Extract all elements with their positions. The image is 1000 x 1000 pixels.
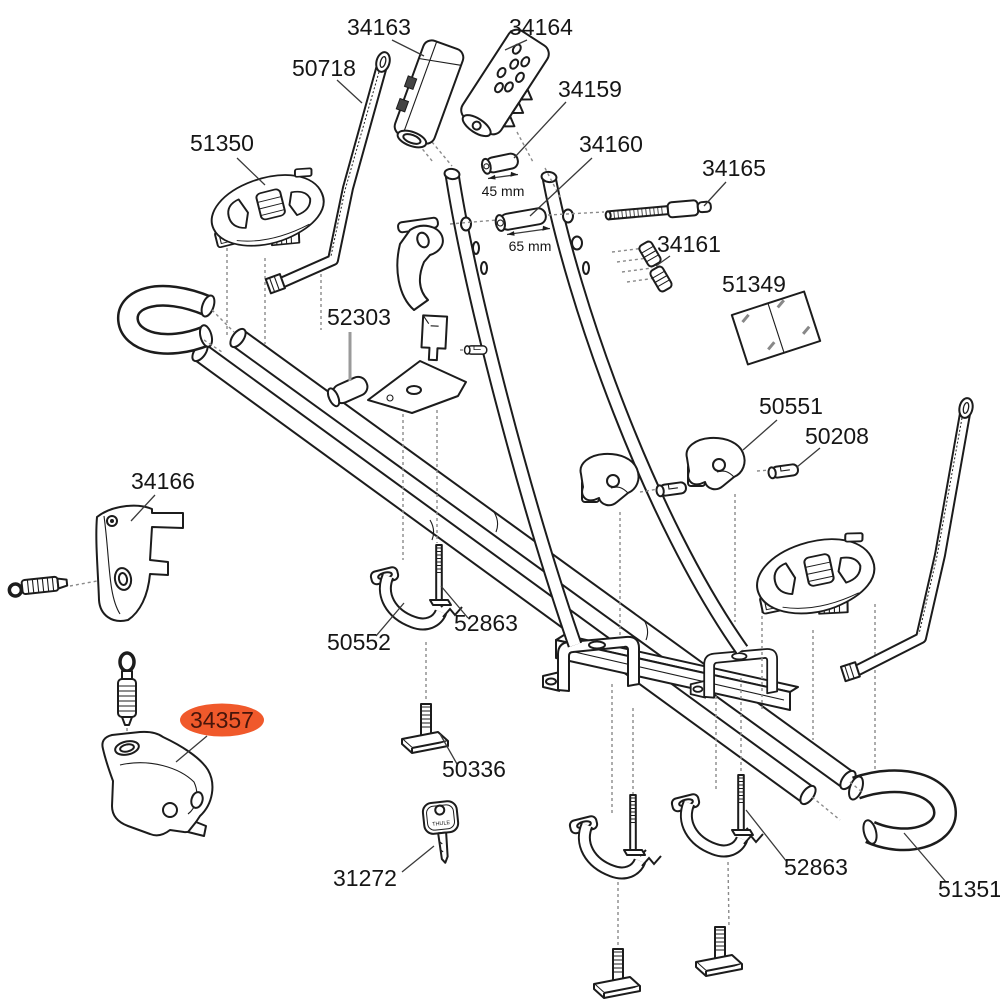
buckle-right xyxy=(748,528,884,631)
frame-arm-right xyxy=(540,170,749,655)
label-34161: 34161 xyxy=(657,231,721,257)
highlighted-label-34357: 34357 xyxy=(180,703,264,737)
strap-right xyxy=(839,397,974,683)
hook-clamp-50551 xyxy=(685,436,746,491)
label-52303: 52303 xyxy=(327,304,391,330)
lock-bracket-34166 xyxy=(95,504,184,622)
label-51351: 51351 xyxy=(938,876,1000,902)
label-34163: 34163 xyxy=(347,14,411,40)
spacer-tube-34160 xyxy=(494,207,547,232)
bolt-52863-center xyxy=(623,794,646,856)
bracket-assembly-52303 xyxy=(326,314,488,414)
threaded-rod-34165 xyxy=(604,199,712,221)
highlight-ellipse-34357 xyxy=(180,703,264,737)
dim-65mm: 65 mm xyxy=(506,225,552,254)
spacer-tube-34159 xyxy=(480,152,519,175)
label-50208: 50208 xyxy=(805,423,869,449)
dim-65mm-label: 65 mm xyxy=(509,238,552,254)
lock-cylinder-vertical xyxy=(117,651,137,726)
buckle-51350 xyxy=(202,163,334,264)
lock-cylinder-horizontal xyxy=(7,575,69,598)
clips-34161 xyxy=(638,240,673,293)
strap-50718 xyxy=(264,51,391,295)
label-50336: 50336 xyxy=(442,756,506,782)
tbolt-center xyxy=(593,948,641,999)
bolt-52863-upper xyxy=(429,544,452,606)
label-31272: 31272 xyxy=(333,865,397,891)
tbolt-right xyxy=(695,926,743,977)
assembly-guide-lines xyxy=(69,131,876,948)
label-34357: 34357 xyxy=(190,707,254,733)
key-31272: THULE xyxy=(421,800,460,864)
label-50552: 50552 xyxy=(327,629,391,655)
wheel-hook-center xyxy=(569,815,661,873)
release-lever xyxy=(396,216,444,311)
dim-45mm: 45 mm xyxy=(482,171,525,199)
clamp-housing-34163 xyxy=(393,39,465,149)
hook-clamp-left xyxy=(579,452,640,507)
label-52863-upper: 52863 xyxy=(454,610,518,636)
label-34160: 34160 xyxy=(579,131,643,157)
label-34159: 34159 xyxy=(558,76,622,102)
leader-lines xyxy=(130,39,947,883)
bolt-52863-right xyxy=(731,774,754,836)
label-50718: 50718 xyxy=(292,55,356,81)
label-51349: 51349 xyxy=(722,271,786,297)
label-34166: 34166 xyxy=(131,468,195,494)
dim-45mm-label: 45 mm xyxy=(482,183,525,199)
tube-end-right-51351 xyxy=(848,769,957,852)
tbolt-50336 xyxy=(401,703,449,754)
label-34164: 34164 xyxy=(509,14,573,40)
key-engraving-label: THULE xyxy=(432,820,451,828)
plates-51349 xyxy=(730,290,822,366)
part-labels: 34163 34164 50718 34159 51350 34160 3416… xyxy=(131,14,1000,902)
bracket-34357 xyxy=(101,730,214,837)
tube-end-left xyxy=(117,284,216,355)
label-51350: 51350 xyxy=(190,130,254,156)
label-34165: 34165 xyxy=(702,155,766,181)
label-50551: 50551 xyxy=(759,393,823,419)
clamp-pad-34164 xyxy=(460,28,550,138)
pin-50208 xyxy=(766,462,800,480)
wheel-hook-right xyxy=(671,793,763,851)
frame-arm-left xyxy=(443,167,583,648)
pin-left xyxy=(654,480,688,498)
label-52863-lower: 52863 xyxy=(784,854,848,880)
